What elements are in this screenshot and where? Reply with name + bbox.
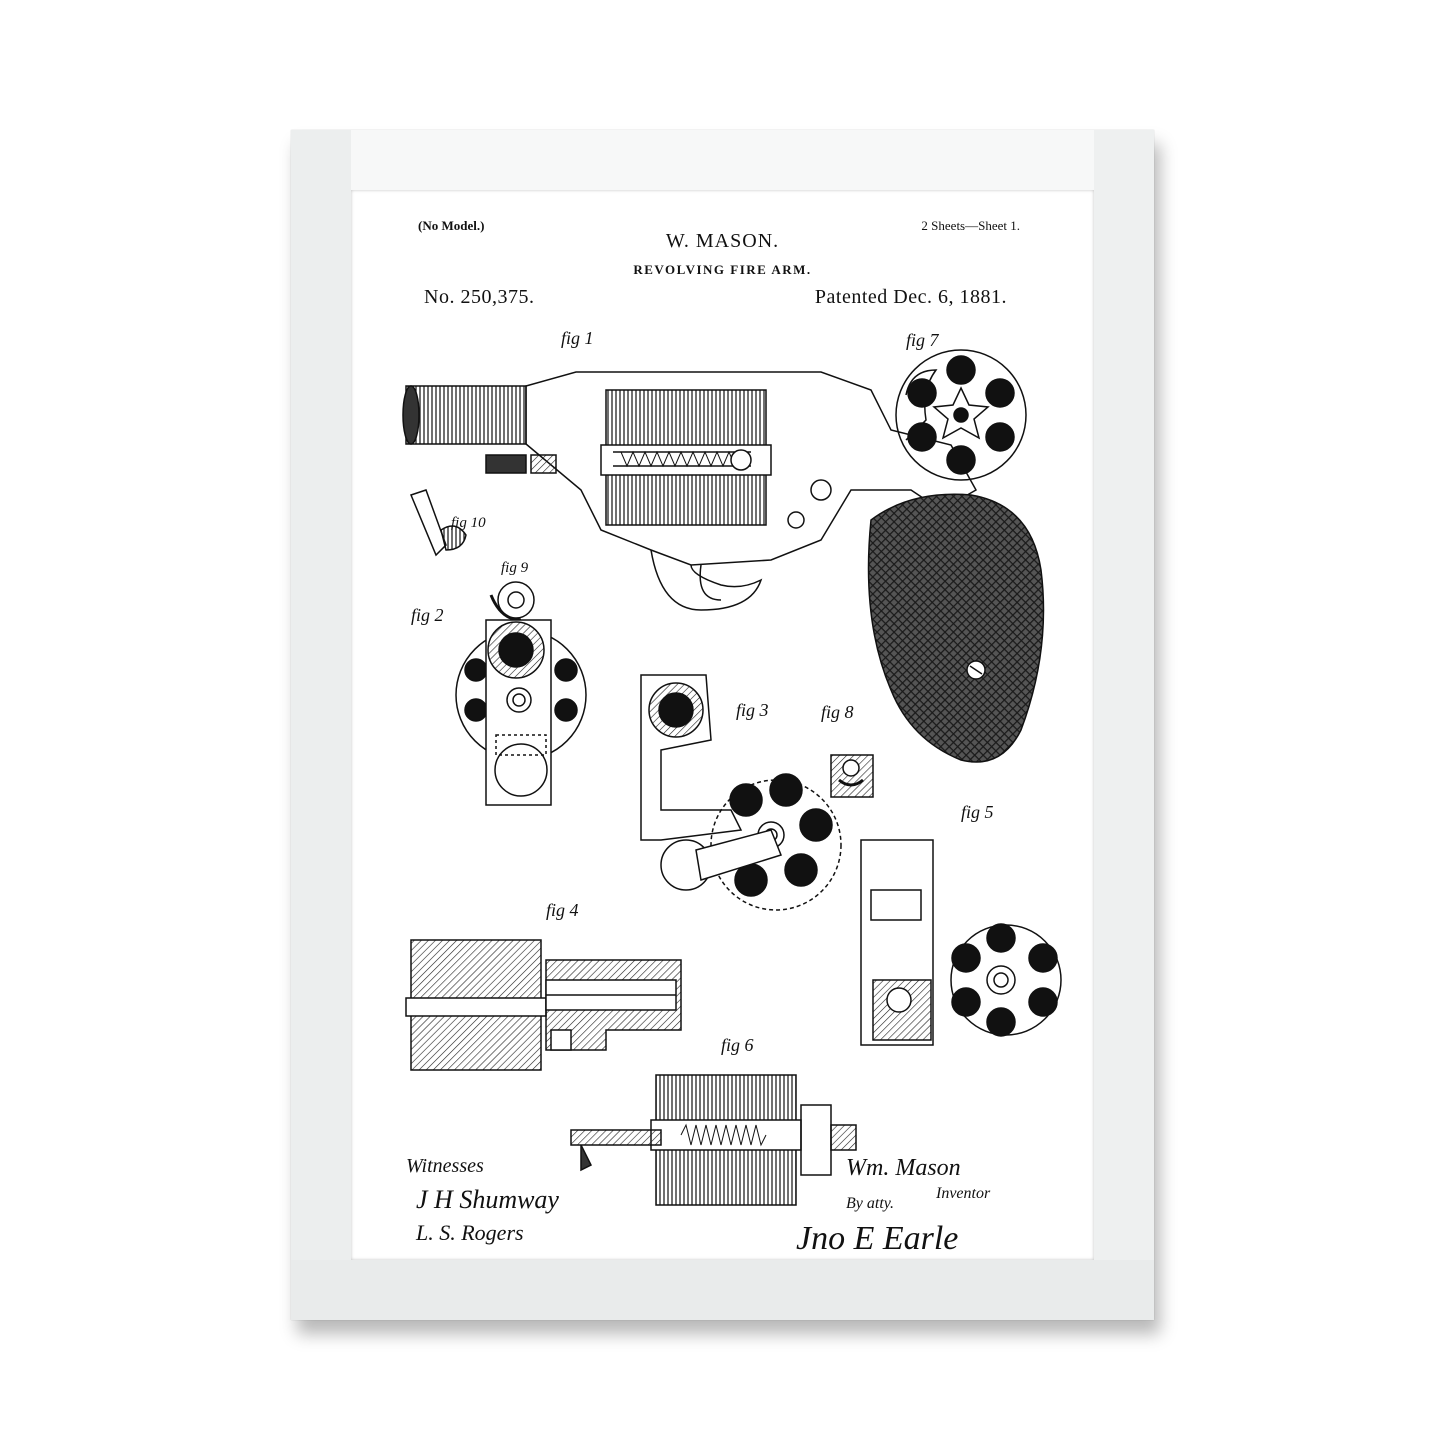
fig2-cylinder-drawing <box>455 619 587 806</box>
picture-frame: (No Model.) 2 Sheets—Sheet 1. W. MASON. … <box>291 130 1154 1320</box>
fig1-revolver-drawing <box>402 369 1045 763</box>
patent-print: (No Model.) 2 Sheets—Sheet 1. W. MASON. … <box>351 190 1094 1260</box>
fig9-fig10-parts <box>409 489 535 622</box>
fig8-label: fig 8 <box>821 702 854 722</box>
sheets-label: 2 Sheets—Sheet 1. <box>921 218 1020 233</box>
witness-signature-2: L. S. Rogers <box>416 1220 524 1245</box>
frame-bevel-top <box>291 130 1154 190</box>
fig6-label: fig 6 <box>721 1035 754 1055</box>
inventor-signature: Wm. Mason <box>846 1155 961 1181</box>
fig7-cylinder-drawing <box>895 349 1027 481</box>
witness-signature-1: J H Shumway <box>416 1185 559 1214</box>
fig3-label: fig 3 <box>736 700 769 720</box>
fig5-frame-drawing <box>860 839 1062 1046</box>
fig1-label: fig 1 <box>561 328 594 348</box>
by-attorney-label: By atty. <box>846 1195 894 1212</box>
frame-bevel-left <box>291 130 351 1320</box>
fig9-label: fig 9 <box>501 560 529 576</box>
fig10-label: fig 10 <box>451 515 486 531</box>
frame-bevel-right <box>1094 130 1154 1320</box>
fig4-section-drawing <box>405 939 682 1071</box>
patent-drawings <box>402 349 1062 1206</box>
fig8-part-drawing <box>830 754 874 798</box>
fig3-cylinder-drawing <box>640 674 842 911</box>
inventor-name: W. MASON. <box>665 230 780 252</box>
patent-date: Patented Dec. 6, 1881. <box>814 286 1007 308</box>
attorney-signature: Jno E Earle <box>796 1220 959 1257</box>
inventor-label: Inventor <box>936 1185 991 1202</box>
fig4-label: fig 4 <box>546 900 579 920</box>
fig6-section-drawing <box>570 1074 857 1206</box>
fig2-label: fig 2 <box>411 605 444 625</box>
fig7-label: fig 7 <box>906 330 939 350</box>
fig5-label: fig 5 <box>961 802 994 822</box>
patent-title: REVOLVING FIRE ARM. <box>633 262 812 277</box>
witnesses-label: Witnesses <box>406 1155 484 1177</box>
patent-number: No. 250,375. <box>424 286 535 308</box>
frame-bevel-bottom <box>291 1260 1154 1320</box>
no-model-label: (No Model.) <box>418 218 485 233</box>
